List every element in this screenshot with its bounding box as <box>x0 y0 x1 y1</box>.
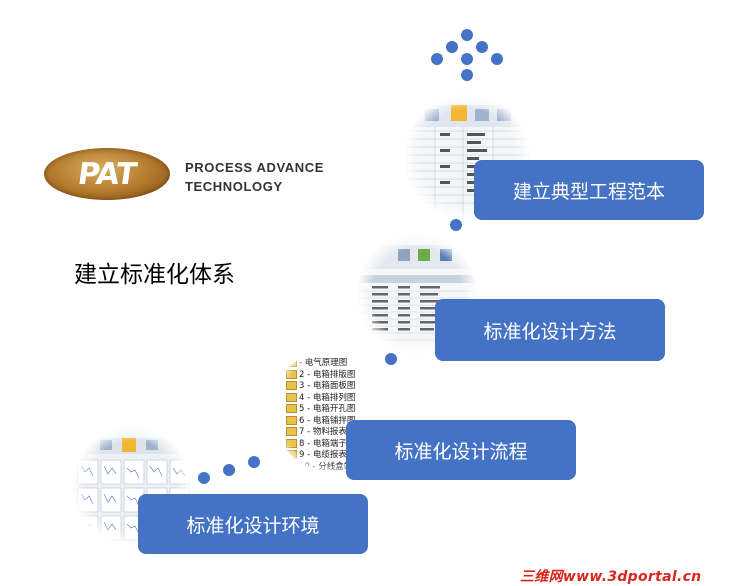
tree-item: 4 - 电箱排列图 <box>286 392 372 405</box>
folder-icon <box>286 404 297 413</box>
folder-icon <box>286 427 297 436</box>
tree-item: - 电气原理图 <box>286 358 372 370</box>
step-label-design-method: 标准化设计方法 <box>435 299 665 361</box>
connector-dot <box>450 219 462 231</box>
tree-item: 2 - 电箱排版图 <box>286 369 372 382</box>
folder-icon <box>286 415 297 425</box>
connector-dot <box>198 472 210 484</box>
tree-item: 5 - 电箱开孔图 <box>286 404 372 416</box>
logo-mark: PAT <box>75 156 139 192</box>
dot <box>431 53 443 65</box>
dot <box>446 41 458 53</box>
company-name-line2: TECHNOLOGY <box>185 179 283 194</box>
dot <box>461 29 473 41</box>
step-label-design-flow: 标准化设计流程 <box>346 420 576 480</box>
folder-icon <box>286 461 297 471</box>
tree-item: 3 - 电箱面板图 <box>286 381 372 393</box>
folder-icon <box>286 358 297 367</box>
company-name-line1: PROCESS ADVANCE <box>185 160 325 175</box>
step-label-typical-project: 建立典型工程范本 <box>474 160 704 220</box>
folder-icon <box>286 381 297 390</box>
connector-dot <box>223 464 235 476</box>
connector-dot <box>248 456 260 468</box>
pat-logo: PAT <box>44 148 170 200</box>
page-title: 建立标准化体系 <box>74 261 235 287</box>
folder-icon <box>286 392 297 402</box>
folder-icon <box>286 438 297 448</box>
connector-dot <box>385 353 397 365</box>
step-label-design-environment: 标准化设计环境 <box>138 494 368 554</box>
dot <box>461 69 473 81</box>
dot <box>476 41 488 53</box>
dot <box>461 53 473 65</box>
dot <box>491 53 503 65</box>
folder-icon <box>286 450 297 459</box>
watermark: 三维网www.3dportal.cn <box>520 569 702 585</box>
folder-icon <box>286 369 297 379</box>
